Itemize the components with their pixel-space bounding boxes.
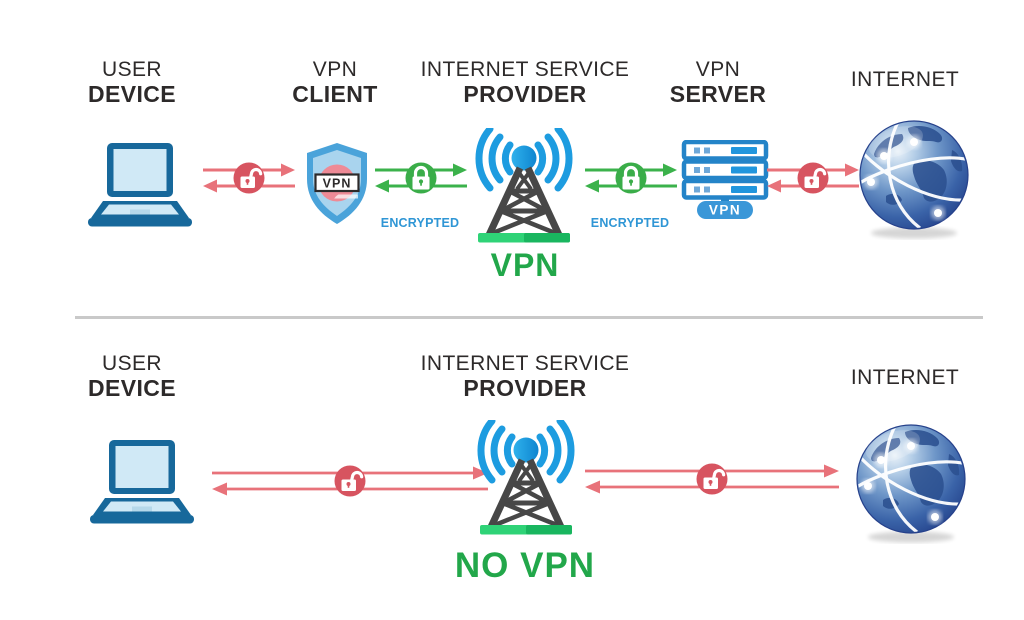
lock-open-icon (797, 162, 829, 194)
server-units (681, 140, 769, 200)
radio-waves-icon (475, 128, 573, 192)
internet-globe-icon (856, 424, 966, 543)
label-line-1: VPN (695, 58, 741, 81)
lock-open-icon (233, 162, 265, 194)
label-line-1: USER (102, 58, 162, 81)
label-line-2: PROVIDER (463, 374, 587, 401)
radio-waves-icon (477, 420, 575, 484)
globe-network-nodes (864, 135, 945, 220)
section-divider (75, 316, 983, 319)
encrypted-traffic-arrows (585, 162, 677, 194)
label-user-device: USER DEVICE (57, 58, 207, 107)
caption-no-vpn: NO VPN (454, 546, 596, 585)
shield-badge-text: VPN (323, 177, 352, 191)
label-line-2: CLIENT (292, 80, 378, 107)
internet-globe-icon (859, 120, 969, 239)
globe-network-nodes (861, 439, 942, 524)
encrypted-label: ENCRYPTED (590, 216, 670, 230)
lock-closed-icon (615, 162, 647, 194)
label-line-1: USER (102, 352, 162, 375)
label-vpn-client: VPN CLIENT (260, 58, 410, 107)
encrypted-label: ENCRYPTED (380, 216, 460, 230)
lock-open-icon (334, 465, 366, 497)
label-isp: INTERNET SERVICE PROVIDER (415, 352, 635, 401)
unencrypted-traffic-arrows (585, 463, 839, 495)
unencrypted-traffic-arrows (767, 162, 859, 194)
label-internet: INTERNET (850, 366, 960, 389)
label-line-1: INTERNET SERVICE (420, 58, 630, 81)
lock-closed-icon (405, 162, 437, 194)
radio-tower-icon (477, 420, 575, 535)
label-line-2: PROVIDER (463, 80, 587, 107)
tower-lattice (485, 166, 563, 237)
label-line-2: SERVER (669, 80, 767, 107)
label-line-1: INTERNET SERVICE (420, 352, 630, 375)
label-isp: INTERNET SERVICE PROVIDER (415, 58, 635, 107)
tower-lattice (487, 458, 565, 529)
vpn-shield-icon: VPN (307, 143, 367, 224)
label-vpn-server: VPN SERVER (643, 58, 793, 107)
laptop-icon (90, 440, 194, 524)
laptop-icon (88, 143, 192, 227)
unencrypted-traffic-arrows (203, 162, 295, 194)
label-line-2: DEVICE (87, 374, 177, 401)
caption-vpn: VPN (490, 247, 560, 283)
unencrypted-traffic-arrows (212, 465, 488, 497)
label-line-2: DEVICE (87, 80, 177, 107)
radio-tower-icon (475, 128, 573, 243)
label-user-device: USER DEVICE (57, 352, 207, 401)
encrypted-traffic-arrows (375, 162, 467, 194)
server-badge-text: VPN (709, 203, 741, 218)
label-line-1: VPN (312, 58, 358, 81)
server-stack-icon: VPN (681, 140, 769, 219)
lock-open-icon (696, 463, 728, 495)
label-internet: INTERNET (850, 68, 960, 91)
server-vpn-badge (697, 201, 753, 219)
